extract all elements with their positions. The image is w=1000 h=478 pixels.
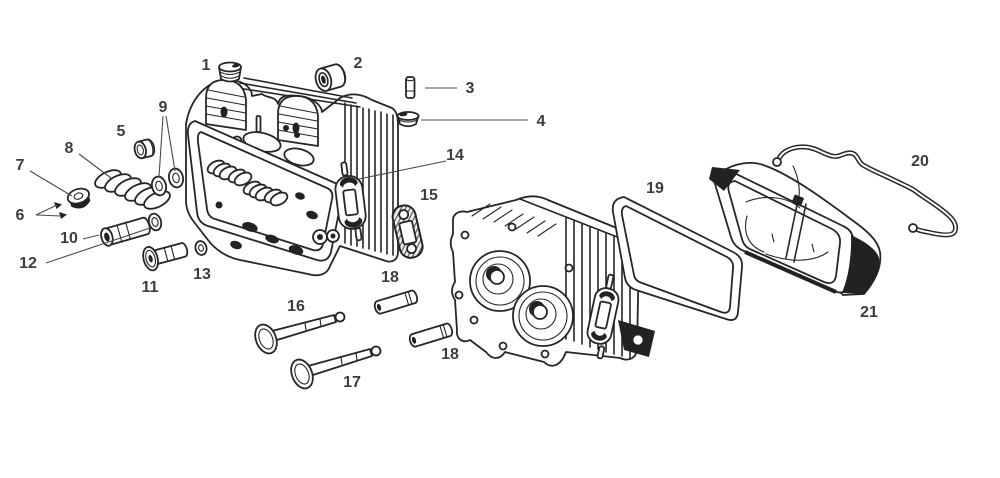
callout-18b: 18 <box>441 346 459 363</box>
valve-guide-lower <box>408 322 454 348</box>
callout-6: 6 <box>16 207 25 224</box>
valve-cover <box>709 162 882 296</box>
valve-16 <box>254 311 346 355</box>
callout-10: 10 <box>60 230 78 247</box>
cover-retaining-bail <box>772 144 958 238</box>
callout-7: 7 <box>16 157 25 174</box>
exhaust-flange-left-head <box>334 161 367 242</box>
part-12-washer <box>147 212 163 232</box>
part-4-cap-nut <box>396 111 420 128</box>
callout-3: 3 <box>466 80 475 97</box>
part-6-valve-keepers <box>54 202 67 219</box>
callout-1: 1 <box>202 57 211 74</box>
part-10-spacer-sleeve <box>100 216 151 247</box>
callout-21: 21 <box>860 304 878 321</box>
exhaust-flange-right-head <box>586 273 620 360</box>
callout-18a: 18 <box>381 269 399 286</box>
callout-20: 20 <box>911 153 929 170</box>
callout-5: 5 <box>117 123 126 140</box>
callout-labels: 1 2 3 4 5 6 7 8 9 10 11 12 13 14 15 16 1… <box>16 55 929 391</box>
callout-11: 11 <box>142 279 159 296</box>
cylinder-head-left <box>185 77 399 277</box>
callout-8: 8 <box>65 140 74 157</box>
callout-16: 16 <box>287 298 305 315</box>
combustion-chamber-2 <box>512 285 574 347</box>
part-13-washer <box>194 240 208 256</box>
callout-12: 12 <box>19 255 37 272</box>
callout-4: 4 <box>537 113 546 130</box>
cylinder-head-right <box>449 195 640 367</box>
callout-2: 2 <box>354 55 363 72</box>
valve-cover-gasket <box>611 196 743 321</box>
support-bracket <box>618 320 655 357</box>
callout-9: 9 <box>159 99 168 116</box>
valve-guide-upper <box>373 289 419 315</box>
callout-15: 15 <box>420 187 438 204</box>
callout-13: 13 <box>193 266 211 283</box>
leader-lines <box>29 87 528 264</box>
part-1-cap-nut <box>218 61 242 83</box>
installed-valve-springs <box>206 159 289 207</box>
part-7-spring-retainer <box>66 187 91 209</box>
part-3-pin <box>405 76 416 99</box>
exhaust-gasket <box>391 204 424 259</box>
part-8-valve-spring <box>94 169 171 210</box>
callout-14: 14 <box>446 147 464 164</box>
part-11-flanged-sleeve <box>142 242 189 272</box>
bolt-holes <box>454 222 574 359</box>
combustion-chamber-1 <box>469 250 531 312</box>
callout-19: 19 <box>646 180 664 197</box>
callout-17: 17 <box>343 374 361 391</box>
part-5-bushing <box>133 138 156 160</box>
part-2-bushing <box>314 63 347 92</box>
part-9-washers <box>150 167 185 197</box>
valve-17 <box>290 345 382 390</box>
